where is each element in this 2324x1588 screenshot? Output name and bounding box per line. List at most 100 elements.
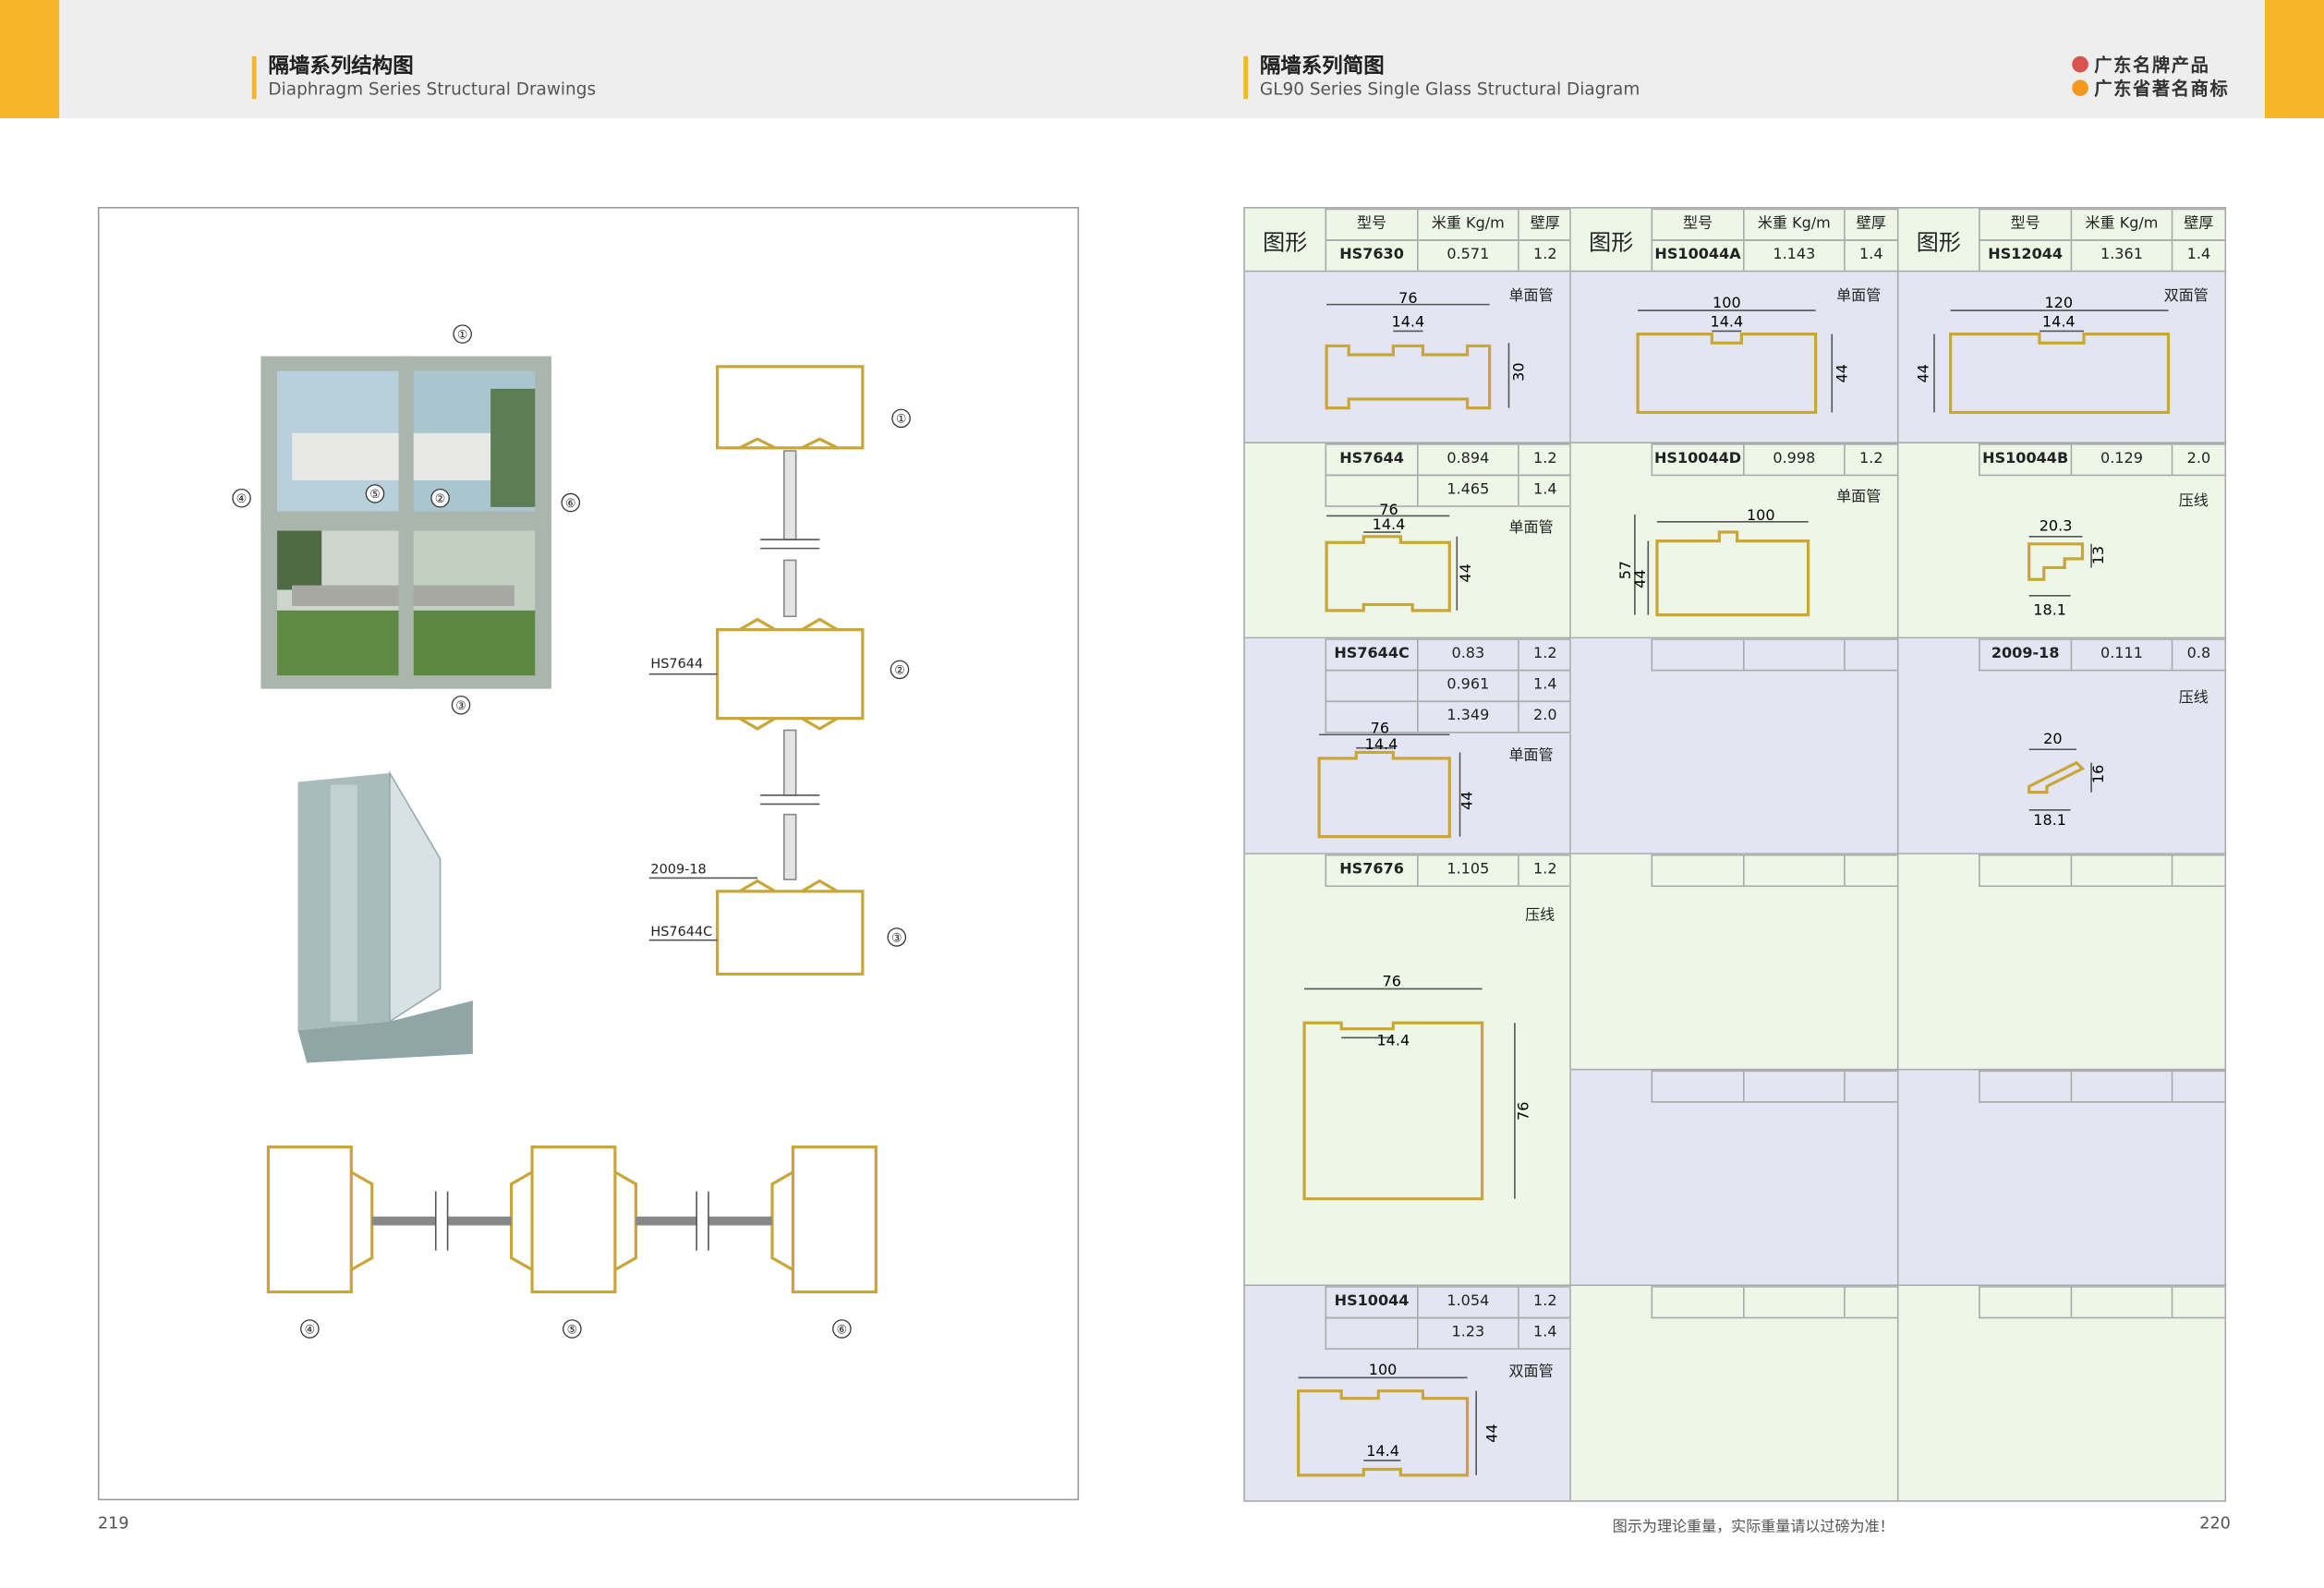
top-bar: [0, 0, 2324, 119]
type-label: 单面管: [1508, 747, 1554, 765]
dim-height: 13: [2089, 546, 2107, 564]
plan-callout-4: ④: [305, 1323, 316, 1337]
profile-drawing-hs10044b: 20.3 13 18.1: [2027, 516, 2107, 619]
type-label: 单面管: [1508, 520, 1554, 537]
profile-drawing-hs10044d: 100 57 44: [1616, 506, 1810, 617]
label-hs7644c: HS7644C: [650, 925, 712, 939]
dim-width: 76: [1398, 289, 1417, 307]
figure-label: 图形: [1589, 229, 1634, 256]
empty-cell: [1570, 638, 1899, 855]
empty-cell: [1898, 1286, 2227, 1502]
section-callout-1: ①: [896, 413, 907, 427]
figure-cell-hs10044a: 单面管 100 14.4 44: [1570, 272, 1899, 444]
profile-drawing-2009-18: 20 16 18.1: [2027, 730, 2107, 829]
page-number-right: 220: [2199, 1513, 2231, 1533]
callout-6-right: ⑥: [565, 497, 576, 511]
dim-width: 100: [1747, 506, 1775, 524]
type-label: 单面管: [1836, 288, 1882, 305]
right-yellow-tab: [2264, 0, 2324, 119]
dim-slot: 14.4: [1376, 1031, 1410, 1049]
brand-line-1: 广东名牌产品: [2072, 55, 2209, 76]
callout-5-center: ⑤: [369, 488, 381, 502]
empty-row: [1651, 1286, 1897, 1319]
empty-row: [1979, 1286, 2225, 1319]
left-header-title: 隔墙系列结构图: [268, 55, 414, 79]
figure-label: 图形: [1263, 229, 1308, 256]
profile-drawing-hs10044a: 100 14.4 44: [1636, 294, 1850, 415]
dim-slot: 14.4: [2042, 313, 2076, 331]
horizontal-section: [266, 1146, 878, 1294]
label-2009-18: 2009-18: [650, 863, 706, 878]
type-label: 单面管: [1836, 489, 1882, 506]
brand-line-2: 广东省著名商标: [2072, 79, 2229, 99]
profile-3d-render: [297, 770, 473, 1063]
left-header-subtitle: Diaphragm Series Structural Drawings: [268, 78, 597, 100]
dim-height: 44: [1483, 1424, 1501, 1442]
dim-height: 44: [1457, 564, 1474, 582]
empty-row: [1979, 1070, 2225, 1103]
dim-height: 76: [1514, 1102, 1531, 1121]
empty-row: [1651, 1070, 1897, 1103]
figure-cell-hs7630: 单面管 76 14.4 30: [1243, 272, 1571, 444]
empty-cell: [1898, 854, 2227, 1071]
plan-callout-6: ⑥: [837, 1323, 848, 1337]
empty-cell: [1570, 1070, 1899, 1287]
type-label: 双面管: [2163, 288, 2209, 305]
dim-base: 18.1: [2033, 601, 2066, 619]
dim-slot: 14.4: [1710, 313, 1743, 331]
dim-height-inner: 44: [1631, 569, 1649, 588]
figure-label: 图形: [1916, 229, 1961, 256]
dim-height-outer: 57: [1616, 561, 1634, 579]
label-hs7644: HS7644: [650, 657, 703, 672]
empty-row: [1651, 854, 1897, 888]
dim-height: 30: [1510, 362, 1528, 381]
profile-drawing-hs7644: 76 14.4 44: [1325, 501, 1474, 612]
dim-width: 76: [1379, 501, 1398, 518]
dim-height: 44: [1915, 364, 1932, 382]
brand-badge-icon: [2072, 55, 2088, 73]
dim-width: 76: [1383, 972, 1401, 989]
structural-drawings-panel: ① ④ ⑥ ③ ⑤ ② ① ② ③ ④ ⑤ ⑥: [97, 207, 1080, 1501]
empty-row: [1979, 854, 2225, 888]
profile-drawing-hs7644c: 76 14.4 44: [1317, 720, 1475, 839]
left-header: 隔墙系列结构图 Diaphragm Series Structural Draw…: [251, 55, 597, 100]
empty-row: [1651, 638, 1897, 672]
window-photo: [260, 356, 551, 689]
right-header-title: 隔墙系列简图: [1259, 55, 1385, 79]
dim-width: 20.3: [2040, 516, 2073, 534]
dim-slot: 14.4: [1366, 1442, 1399, 1460]
profile-drawing-hs10044: 100 14.4 44: [1297, 1361, 1501, 1477]
type-label: 压线: [2178, 493, 2209, 511]
empty-cell: [1570, 1286, 1899, 1502]
dim-base: 18.1: [2033, 811, 2066, 829]
page-number-left: 219: [97, 1513, 129, 1533]
structure-drawings: ① ④ ⑥ ③ ⑤ ② ① ② ③ ④ ⑤ ⑥: [232, 324, 911, 1339]
weight-note: 图示为理论重量，实际重量请以过磅为准！: [1612, 1519, 1894, 1536]
type-label: 单面管: [1508, 288, 1554, 305]
dim-slot: 14.4: [1373, 515, 1406, 533]
dim-width: 20: [2043, 730, 2062, 747]
dim-height: 16: [2089, 765, 2107, 783]
figure-cell-hs12044: 双面管 120 14.4 44: [1898, 272, 2227, 444]
